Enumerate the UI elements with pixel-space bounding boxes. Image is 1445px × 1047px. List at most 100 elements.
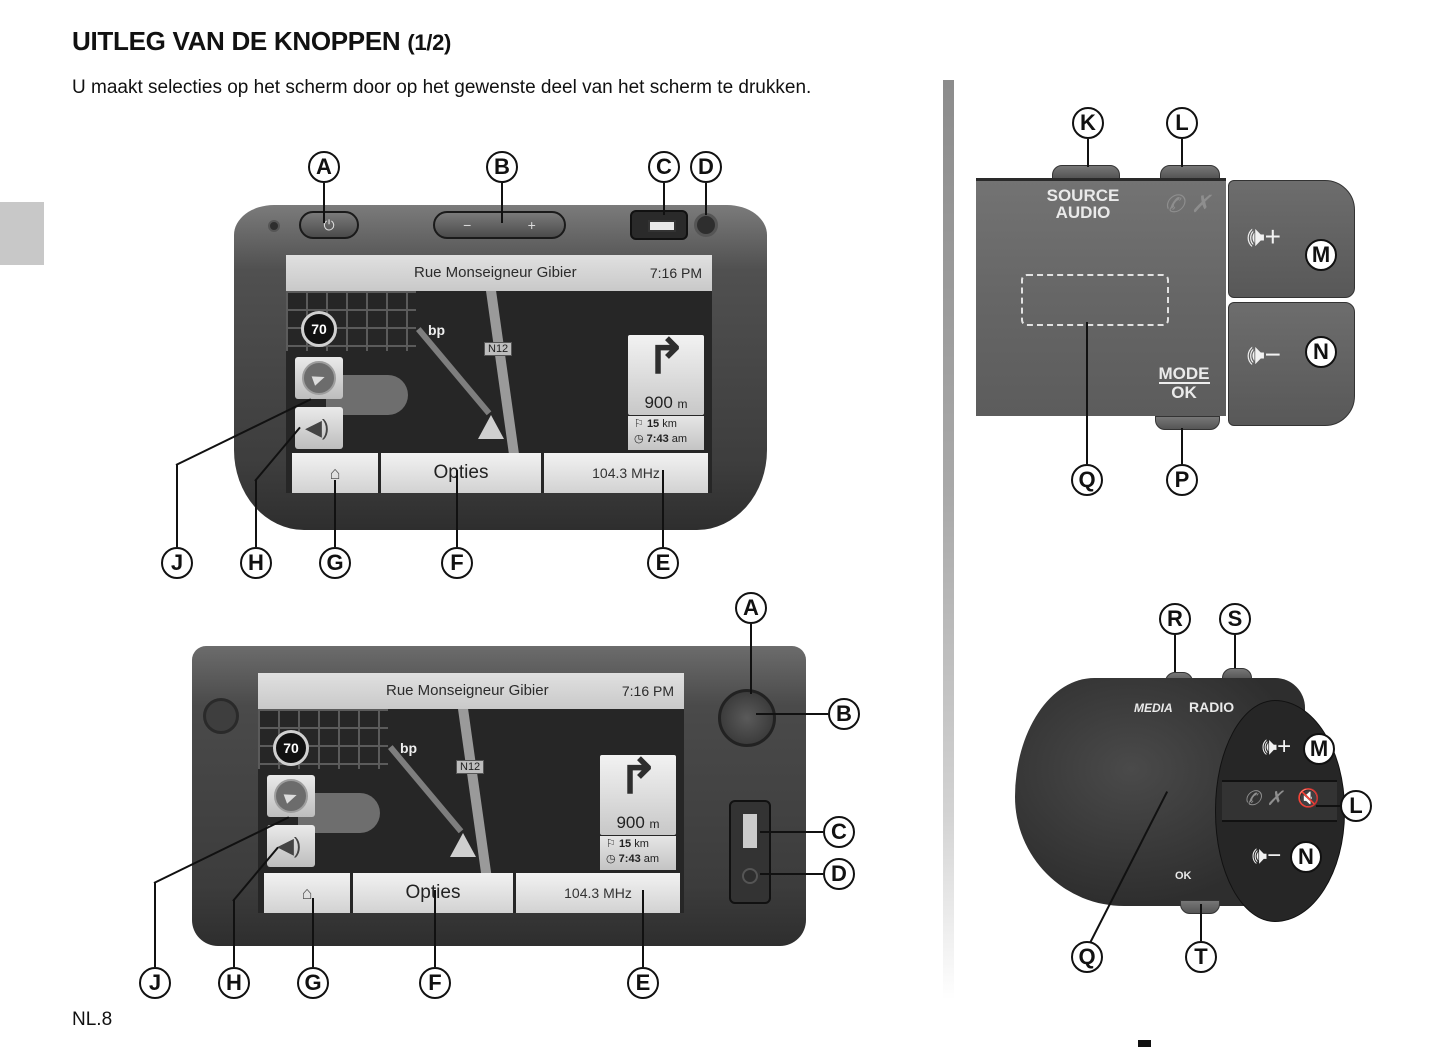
flag-icon: ⚐ [606,838,616,850]
callout-g-2: G [297,967,329,999]
nav-bottom-bar: ⌂ Opties 104.3 MHz [258,873,684,913]
callout-f-2: F [419,967,451,999]
options-button[interactable]: Opties [353,873,513,913]
ok-label: OK [1175,870,1192,882]
callout-t: T [1185,941,1217,973]
callout-d-2: D [823,858,855,890]
callout-b-2: B [828,698,860,730]
volume-up-icon: 🕪+ [1247,221,1281,252]
home-icon: ⌂ [301,882,313,903]
phone-icon: ✆ ✗ [1164,191,1211,218]
power-volume-knob[interactable] [718,689,776,747]
radio-frequency-button[interactable]: 104.3 MHz [516,873,680,913]
map-route [416,327,492,416]
clock-time: 7:16 PM [621,683,674,699]
vehicle-position-icon [450,833,476,857]
speaker-icon: ◀) [277,833,302,858]
mute-icon: 🔇 [1297,788,1320,808]
vehicle-position-icon [478,415,504,439]
turn-distance: 900 m [616,813,660,832]
compass-button[interactable] [267,775,315,817]
callout-a-2: A [735,592,767,624]
callout-l: L [1166,107,1198,139]
speaker-icon: ◀) [305,415,330,440]
page-number: NL.8 [72,1009,113,1030]
volume-rocker[interactable]: −+ [433,211,566,239]
light-sensor [268,220,280,232]
phone-icon-2: ✆ ✗ [1244,788,1284,810]
callout-k: K [1072,107,1104,139]
callout-s: S [1219,603,1251,635]
clock-icon: ◷ [606,853,616,865]
road-label: N12 [484,342,513,356]
nav-screen-2: Rue Monseigneur Gibier 7:16 PM 70 bp N12… [258,673,684,913]
callout-e-2: E [627,967,659,999]
road-label: N12 [456,760,485,774]
clock-time: 7:16 PM [649,265,702,281]
usb-port[interactable] [630,210,688,240]
callout-e: E [647,547,679,579]
volume-down-icon: − [463,217,472,233]
callout-r: R [1159,603,1191,635]
speed-limit-sign: 70 [301,311,337,347]
callout-n: N [1305,336,1337,368]
volume-down-button-1[interactable]: 🕪− [1228,302,1355,426]
steering-control-1 [976,178,1226,416]
trip-info-panel[interactable]: ⚐ 15 km ◷ 7:43 am [600,836,676,870]
clock-icon: ◷ [634,433,644,445]
compass-icon [302,361,336,395]
volume-down-icon-2[interactable]: 🕪− [1252,842,1282,869]
nav-top-bar: Rue Monseigneur Gibier 7:16 PM [258,673,684,709]
callout-h: H [240,547,272,579]
compass-button[interactable] [295,357,343,399]
trip-info-panel[interactable]: ⚐ 15 km ◷ 7:43 am [628,416,704,450]
intro-text: U maakt selecties op het scherm door op … [72,77,812,98]
callout-l-2: L [1340,790,1372,822]
callout-c-2: C [823,816,855,848]
street-name: Rue Monseigneur Gibier [414,264,577,281]
voice-guidance-button[interactable]: ◀) [267,825,315,867]
turn-right-icon: ↱ [618,751,659,804]
callout-j: J [161,547,193,579]
power-button[interactable]: ⏻ [299,211,359,239]
mute-phone-band[interactable] [1222,780,1337,822]
usb-port-2[interactable] [741,812,759,850]
volume-up-button-1[interactable]: 🕪+ [1228,180,1355,298]
turn-right-icon: ↱ [646,331,687,384]
callout-q: Q [1071,464,1103,496]
options-button[interactable]: Opties [381,453,541,493]
phone-button-top[interactable] [1160,165,1220,179]
radio-frequency-button[interactable]: 104.3 MHz [544,453,708,493]
callout-p: P [1166,464,1198,496]
callout-h-2: H [218,967,250,999]
volume-up-icon-2[interactable]: 🕪+ [1262,733,1292,760]
scroll-wheel-area[interactable] [1021,274,1169,326]
home-button[interactable]: ⌂ [264,873,350,913]
column-divider [943,80,954,1000]
map-road [458,707,494,893]
callout-f: F [441,547,473,579]
aux-jack-2[interactable] [742,868,758,884]
nav-screen-1: Rue Monseigneur Gibier 7:16 PM 70 bp N12… [286,255,712,493]
nav-bottom-bar: ⌂ Opties 104.3 MHz [286,453,712,493]
callout-j-2: J [139,967,171,999]
callout-b: B [486,151,518,183]
home-icon: ⌂ [329,462,341,483]
callout-n-2: N [1290,841,1322,873]
next-turn-panel[interactable]: ↱ 900 m [600,751,676,835]
page-title-suffix: (1/2) [407,30,452,55]
callout-a: A [308,151,340,183]
callout-m: M [1305,239,1337,271]
next-turn-panel[interactable]: ↱ 900 m [628,331,704,415]
mode-ok-button[interactable] [1155,416,1220,430]
voice-guidance-button[interactable]: ◀) [295,407,343,449]
section-tab-marker [0,202,44,265]
aux-jack[interactable] [694,213,718,237]
callout-d: D [690,151,722,183]
nav-top-bar: Rue Monseigneur Gibier 7:16 PM [286,255,712,291]
street-name: Rue Monseigneur Gibier [386,682,549,699]
source-audio-button[interactable] [1052,165,1120,179]
compass-icon [274,779,308,813]
poi-label: bp [428,322,446,338]
